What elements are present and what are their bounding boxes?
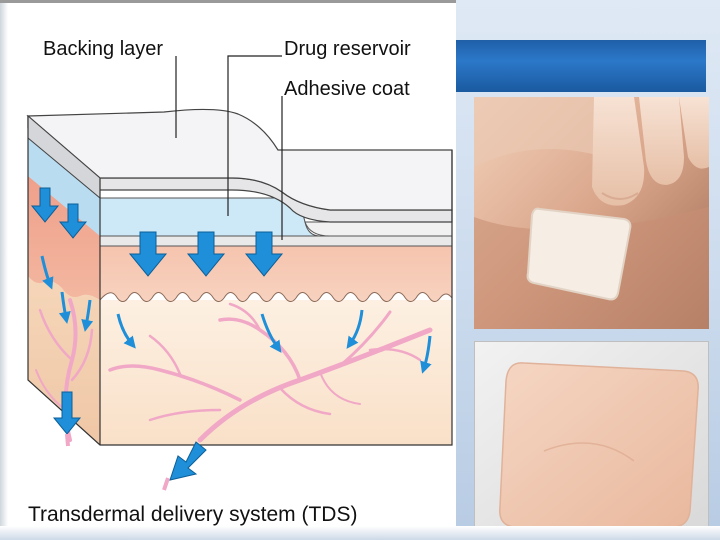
dermis-front [100, 300, 452, 445]
backing-layer-label: Backing layer [43, 38, 163, 61]
bottom-decor-strip [0, 526, 720, 540]
adhesive-coat-label: Adhesive coat [284, 78, 410, 101]
diagram-caption: Transdermal delivery system (TDS) [28, 503, 357, 527]
blue-banner [456, 40, 706, 92]
patch-closeup-image [474, 341, 709, 527]
patch-application-image [474, 97, 709, 329]
patch-closeup-photo [474, 341, 709, 527]
patch-application-photo [474, 97, 709, 329]
drug-reservoir-label: Drug reservoir [284, 38, 411, 61]
